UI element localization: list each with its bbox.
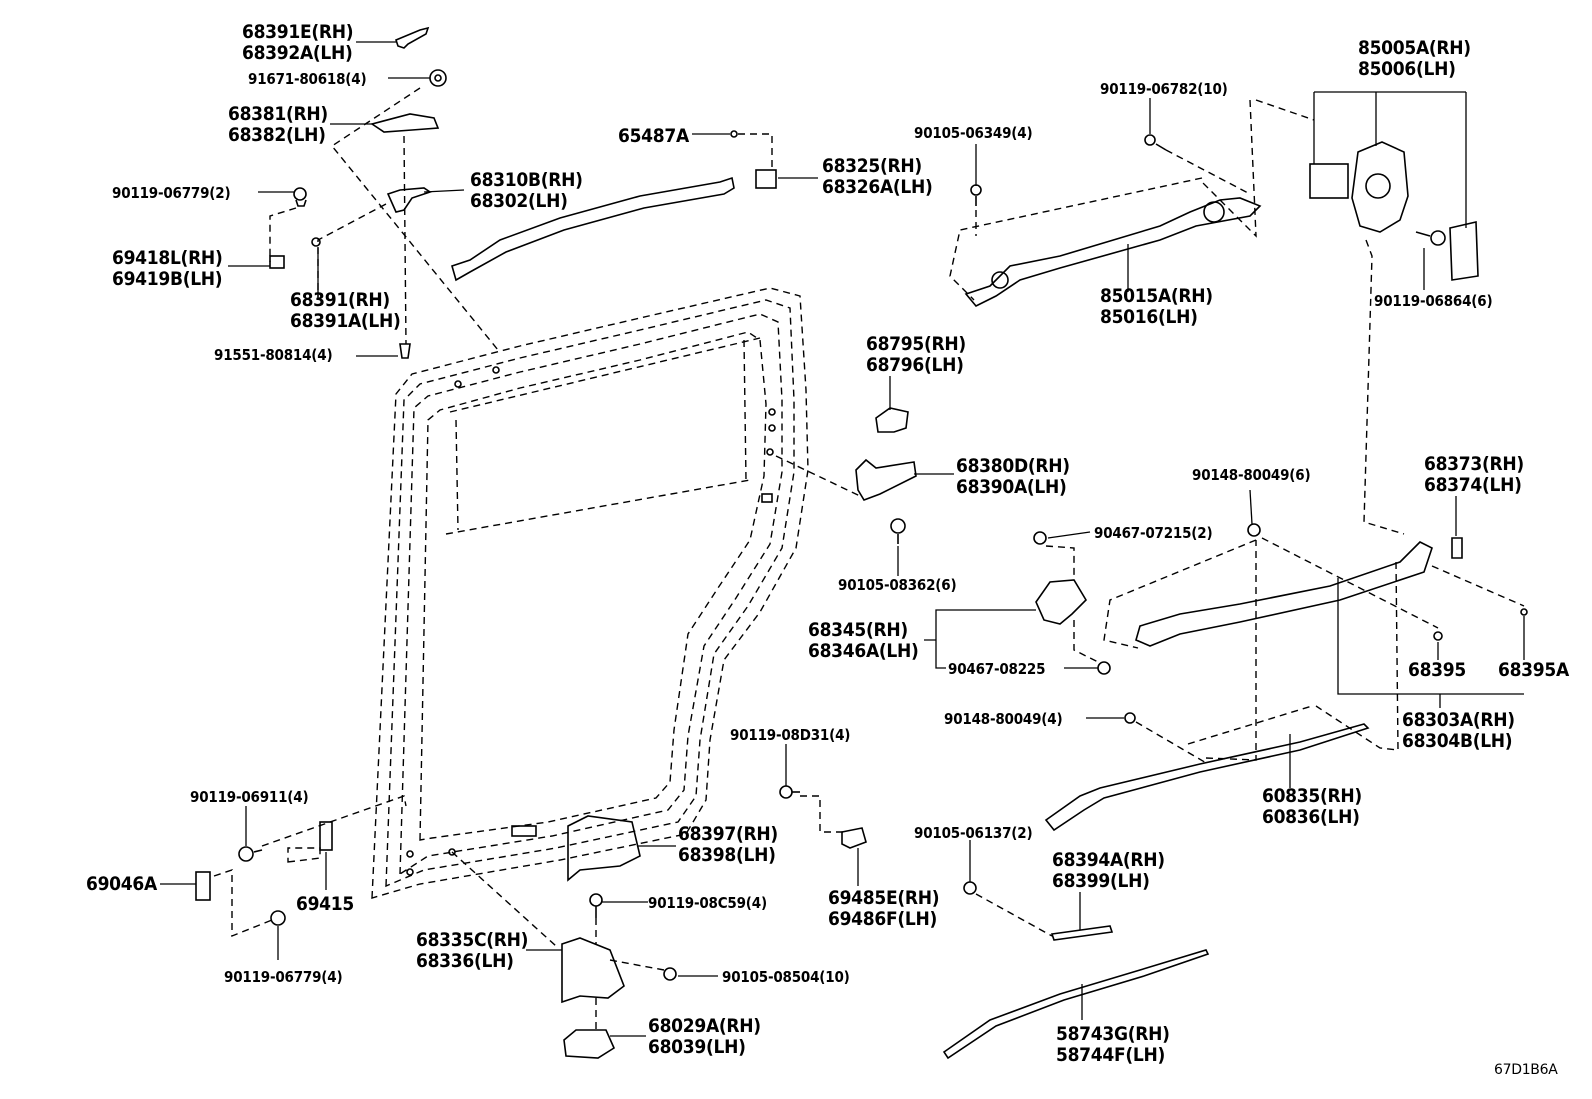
callout-68394A: 68394A(RH)68399(LH) (1052, 849, 1165, 892)
callout-68373: 68373(RH)68374(LH) (1424, 453, 1524, 496)
upper-hinge-group (269, 26, 499, 359)
callout-91551-80814: 91551-80814(4) (214, 346, 333, 364)
callout-68345: 68345(RH)68346A(LH) (808, 619, 919, 662)
callout-90119-06782: 90119-06782(10) (1100, 80, 1228, 98)
callout-69485E: 69485E(RH)69486F(LH) (828, 887, 940, 930)
callout-68381: 68381(RH)68382(LH) (228, 103, 328, 146)
door-lock-group (949, 99, 1479, 535)
callout-68029A: 68029A(RH)68039(LH) (648, 1015, 761, 1058)
callout-90119-06779-2: 90119-06779(2) (112, 184, 231, 202)
callout-68397: 68397(RH)68398(LH) (678, 823, 778, 866)
callout-90119-06864: 90119-06864(6) (1374, 292, 1493, 310)
callout-65487A: 65487A (618, 125, 689, 147)
callout-85005A: 85005A(RH)85006(LH) (1358, 37, 1471, 80)
callout-68395A: 68395A (1498, 659, 1569, 681)
upper-rail (451, 130, 777, 282)
callout-68795: 68795(RH)68796(LH) (866, 333, 966, 376)
weatherstrip (942, 881, 1210, 1060)
callout-90105-06349: 90105-06349(4) (914, 124, 1033, 142)
callout-90119-08C59: 90119-08C59(4) (648, 894, 767, 912)
callout-90119-06911: 90119-06911(4) (190, 788, 309, 806)
callout-90119-08D31: 90119-08D31(4) (730, 726, 851, 744)
callout-60835: 60835(RH)60836(LH) (1262, 785, 1362, 828)
callout-90119-06779-4: 90119-06779(4) (224, 968, 343, 986)
center-brackets (775, 407, 1111, 675)
callout-90467-08225: 90467-08225 (948, 660, 1046, 678)
callout-68395: 68395 (1408, 659, 1466, 681)
callout-90105-06137: 90105-06137(2) (914, 824, 1033, 842)
callout-69418L: 69418L(RH)69419B(LH) (112, 247, 223, 290)
callout-90148-80049-6: 90148-80049(6) (1192, 466, 1311, 484)
center-rail (1103, 523, 1528, 751)
callout-69415: 69415 (296, 893, 354, 915)
diagram-code: 67D1B6A (1494, 1062, 1558, 1078)
callout-68303A: 68303A(RH)68304B(LH) (1402, 709, 1515, 752)
callout-68380D: 68380D(RH)68390A(LH) (956, 455, 1070, 498)
leader-lines (160, 41, 1525, 1037)
cable-assembly (1044, 540, 1370, 832)
callout-68310B: 68310B(RH)68302(LH) (470, 169, 583, 212)
callout-68391E: 68391E(RH)68392A(LH) (242, 21, 354, 64)
callout-90148-80049-4: 90148-80049(4) (944, 710, 1063, 728)
callout-90467-07215: 90467-07215(2) (1094, 524, 1213, 542)
callout-68391: 68391(RH)68391A(LH) (290, 289, 401, 332)
lower-hinge-group (195, 785, 867, 1059)
callout-68335C: 68335C(RH)68336(LH) (416, 929, 529, 972)
sliding-door-panel (371, 287, 809, 899)
callout-58743G: 58743G(RH)58744F(LH) (1056, 1023, 1170, 1066)
callout-85015A: 85015A(RH)85016(LH) (1100, 285, 1213, 328)
callout-68325: 68325(RH)68326A(LH) (822, 155, 933, 198)
callout-90105-08362: 90105-08362(6) (838, 576, 957, 594)
callout-90105-08504: 90105-08504(10) (722, 968, 850, 986)
callout-69046A: 69046A (86, 873, 157, 895)
callout-91671-80618: 91671-80618(4) (248, 70, 367, 88)
